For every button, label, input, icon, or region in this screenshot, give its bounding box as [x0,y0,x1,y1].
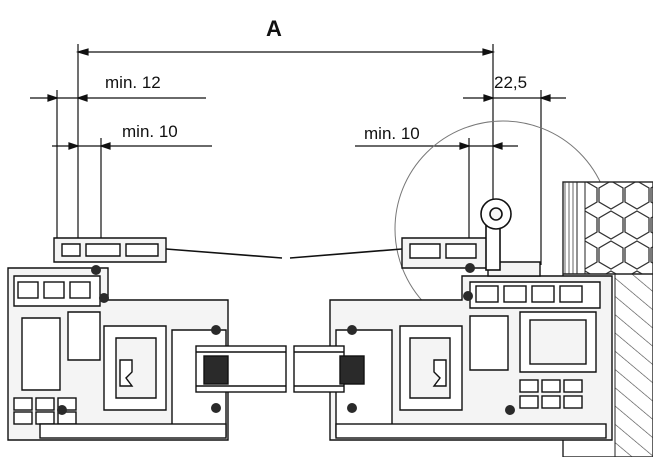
glazing-pane [195,345,365,393]
gasket-seals [57,263,515,415]
dimension-label-min-12: min. 12 [105,73,161,92]
dimension-label-22-5: 22,5 [494,73,528,92]
right-frame-profile [329,237,613,441]
left-frame-profile [7,237,229,441]
dimension-lines [30,44,566,265]
dimension-label-min-10-right: min. 10 [364,124,420,143]
left-plaster-strip [165,248,283,259]
right-plaster-strip [289,248,403,259]
dimension-label-min-10-left: min. 10 [122,122,178,141]
dimension-label-a: A [266,16,282,41]
anchor-roller [480,198,512,271]
